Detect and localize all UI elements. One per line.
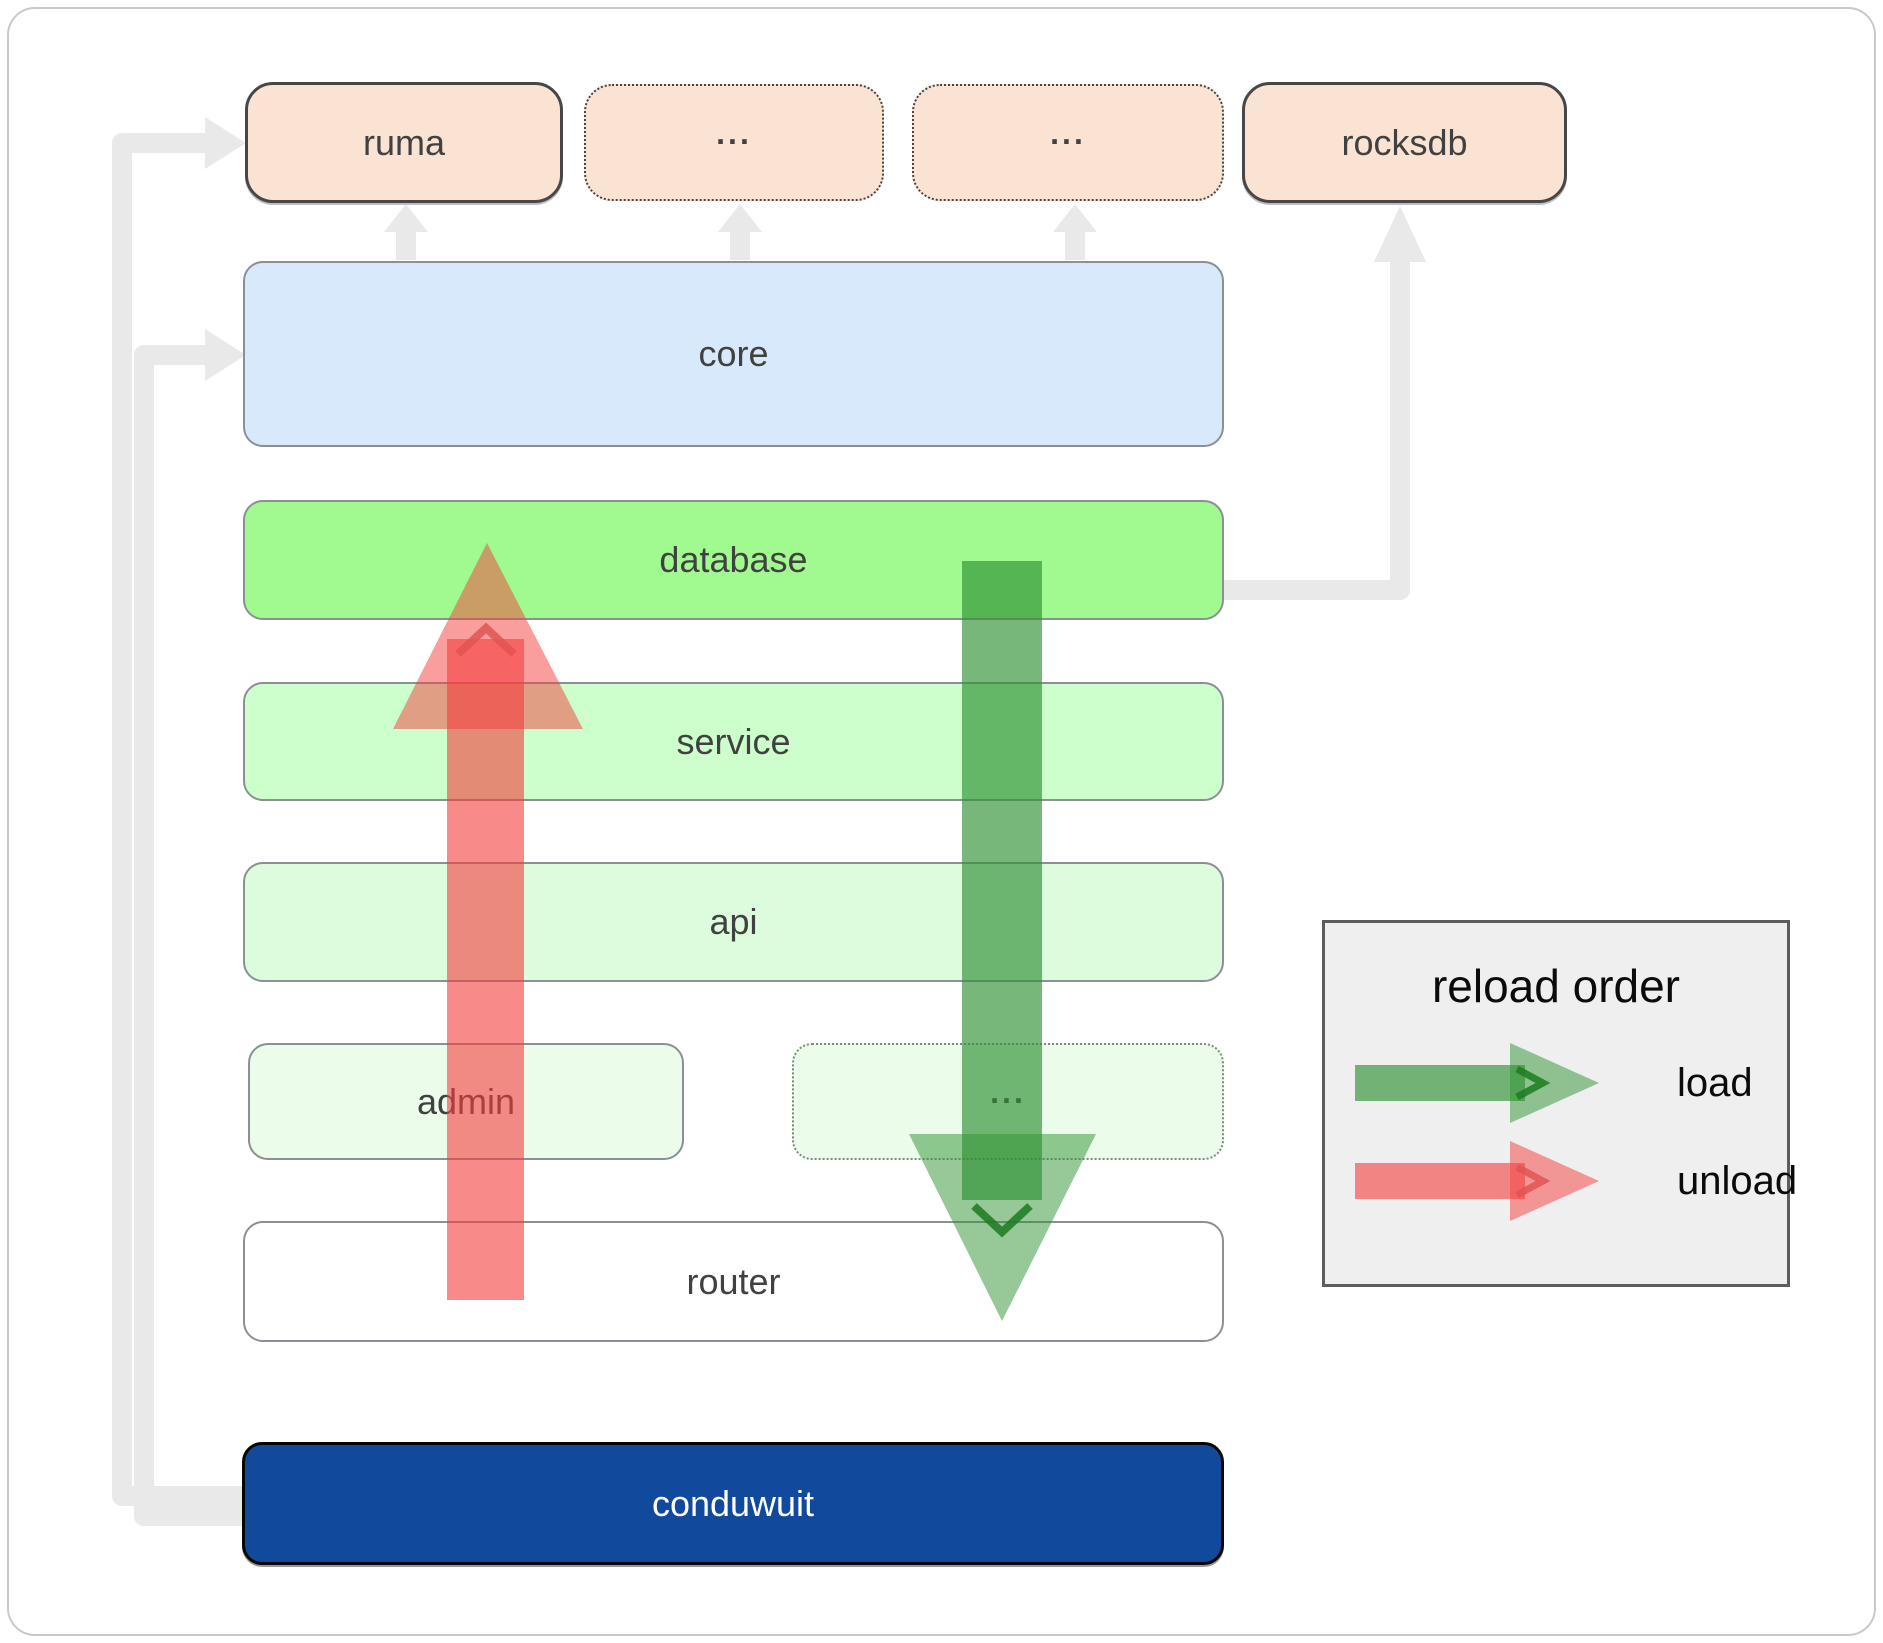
node-service-more-label: ... — [990, 1074, 1026, 1110]
node-conduwuit-label: conduwuit — [651, 1482, 815, 1524]
legend-row-unload: unload — [1347, 1135, 1797, 1227]
legend-row-load: load — [1347, 1037, 1753, 1129]
node-service-more: ... — [792, 1043, 1224, 1160]
arrowhead-to-ruma-icon — [205, 117, 246, 169]
node-crate-more-2-label: ... — [1050, 115, 1086, 151]
node-service: service — [243, 682, 1224, 801]
node-admin-label: admin — [416, 1080, 516, 1122]
edge-conduwuit-to-core — [134, 345, 250, 1526]
arrowhead-core-ruma-icon — [384, 204, 428, 232]
node-core: core — [243, 261, 1224, 447]
node-rocksdb-label: rocksdb — [1341, 121, 1468, 163]
node-rocksdb: rocksdb — [1242, 82, 1567, 203]
node-crate-more-2: ... — [912, 84, 1224, 201]
node-api-label: api — [709, 901, 758, 942]
node-router-label: router — [686, 1260, 781, 1302]
legend-load-label: load — [1677, 1060, 1753, 1105]
arrowhead-core-more2-icon — [1053, 204, 1097, 232]
legend-title: reload order — [1431, 960, 1681, 1012]
node-admin: admin — [248, 1043, 684, 1160]
node-database: database — [243, 500, 1224, 620]
legend: reload order load unload — [1322, 920, 1797, 1287]
edge-conduwuit-to-ruma — [112, 133, 250, 1506]
arrowhead-to-rocksdb-icon — [1374, 206, 1426, 262]
node-ruma-label: ruma — [362, 121, 446, 163]
node-core-label: core — [698, 333, 769, 374]
node-crate-more-1: ... — [584, 84, 884, 201]
node-conduwuit: conduwuit — [242, 1442, 1224, 1565]
arrowhead-to-core-icon — [205, 329, 246, 381]
node-crate-more-1-label: ... — [716, 115, 752, 151]
node-api: api — [243, 862, 1224, 982]
node-service-label: service — [676, 720, 791, 762]
legend-unload-label: unload — [1677, 1158, 1798, 1203]
legend-unload-arrow-icon — [1355, 1141, 1599, 1221]
page-border — [7, 7, 1876, 1636]
edge-database-to-rocksdb — [1220, 262, 1410, 600]
node-database-label: database — [659, 539, 808, 580]
node-router: router — [243, 1221, 1224, 1342]
arrowhead-core-more1-icon — [718, 204, 762, 232]
node-ruma: ruma — [245, 82, 563, 203]
legend-load-arrow-icon — [1355, 1043, 1599, 1123]
